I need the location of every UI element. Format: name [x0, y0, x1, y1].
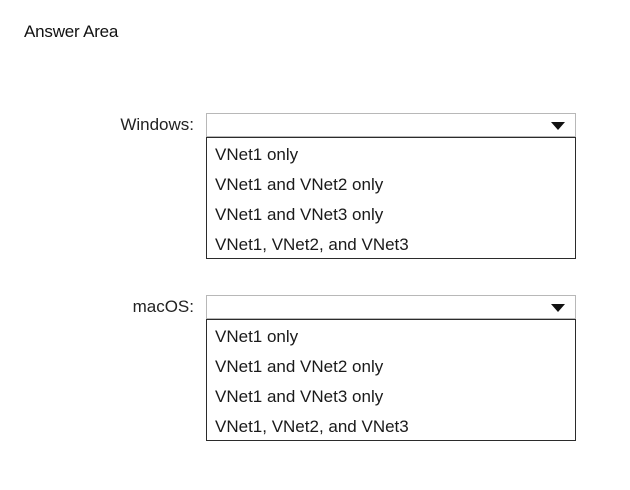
macos-select[interactable]: [206, 295, 576, 319]
macos-option-vnet1-vnet3-only[interactable]: VNet1 and VNet3 only: [215, 387, 384, 406]
answer-area-title: Answer Area: [24, 22, 119, 41]
chevron-down-icon[interactable]: [551, 304, 565, 312]
macos-label: macOS:: [132, 297, 194, 316]
windows-label: Windows:: [120, 115, 194, 134]
macos-option-vnet1-only[interactable]: VNet1 only: [215, 327, 299, 346]
windows-dropdown[interactable]: VNet1 only VNet1 and VNet2 only VNet1 an…: [206, 113, 576, 259]
windows-options-list: VNet1 only VNet1 and VNet2 only VNet1 an…: [206, 137, 576, 259]
macos-option-vnet1-vnet2-only[interactable]: VNet1 and VNet2 only: [215, 357, 384, 376]
windows-option-vnet1-vnet2-only[interactable]: VNet1 and VNet2 only: [215, 175, 384, 194]
macos-option-vnet1-vnet2-vnet3[interactable]: VNet1, VNet2, and VNet3: [215, 417, 409, 436]
windows-select[interactable]: [206, 113, 576, 137]
macos-options-list: VNet1 only VNet1 and VNet2 only VNet1 an…: [206, 319, 576, 441]
macos-dropdown[interactable]: VNet1 only VNet1 and VNet2 only VNet1 an…: [206, 295, 576, 441]
windows-option-vnet1-vnet2-vnet3[interactable]: VNet1, VNet2, and VNet3: [215, 235, 409, 254]
windows-option-vnet1-vnet3-only[interactable]: VNet1 and VNet3 only: [215, 205, 384, 224]
windows-option-vnet1-only[interactable]: VNet1 only: [215, 145, 299, 164]
chevron-down-icon[interactable]: [551, 122, 565, 130]
